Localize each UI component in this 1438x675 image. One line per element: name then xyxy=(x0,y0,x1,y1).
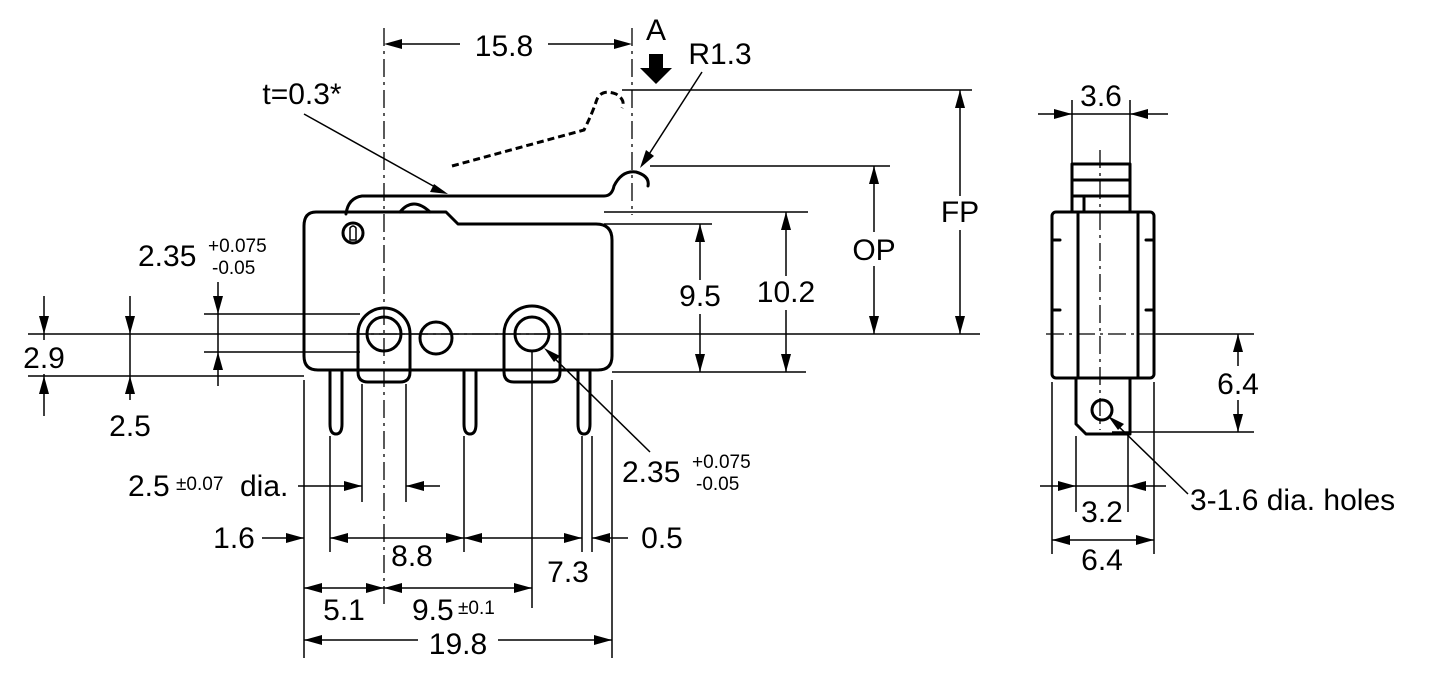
switch-housing xyxy=(302,210,614,372)
dim-0-5: 0.5 xyxy=(641,522,683,555)
dim-6-4-width: 6.4 xyxy=(1081,544,1123,577)
dim-2-5: 2.5 xyxy=(109,410,151,443)
dim-9-5-pitch: 9.5 xyxy=(412,594,454,627)
side-actuator xyxy=(1070,162,1132,214)
dim-9-5-tol: ±0.1 xyxy=(458,598,495,619)
direction-a-label: A xyxy=(646,14,666,47)
terminal-holes-label: 3-1.6 dia. holes xyxy=(1190,484,1395,517)
op-label: OP xyxy=(852,234,895,267)
dim-19-8: 19.8 xyxy=(429,628,487,661)
dim-10-2: 10.2 xyxy=(757,276,815,309)
side-terminal-hole xyxy=(1090,398,1114,422)
dim-15-8: 15.8 xyxy=(475,30,533,63)
dim-2-9: 2.9 xyxy=(23,342,65,375)
dim-7-3: 7.3 xyxy=(547,556,589,589)
dim-6-4-vertical: 6.4 xyxy=(1217,368,1259,401)
holes-dia-tol-lower: -0.05 xyxy=(696,474,739,495)
lever-free-position xyxy=(451,90,625,168)
lever xyxy=(344,170,650,216)
terminal-no xyxy=(576,370,592,436)
mounting-hole-boss-left xyxy=(356,306,412,384)
side-view: 3.6 6.4 3-1.6 dia. holes 3.2 6.4 xyxy=(1038,80,1395,577)
dim-3-2: 3.2 xyxy=(1081,496,1123,529)
dim-1-6: 1.6 xyxy=(213,522,255,555)
terminal-nc xyxy=(462,370,478,436)
pin-dia-tol: ±0.07 xyxy=(176,474,223,495)
terminal-common xyxy=(328,370,344,436)
dim-8-8: 8.8 xyxy=(391,540,433,573)
actuation-arrow-icon xyxy=(640,54,672,84)
pin-hole xyxy=(418,320,454,356)
pin-dia-suffix: dia. xyxy=(240,470,288,503)
hole-dia-label: 2.35 xyxy=(138,240,196,273)
roller-radius-label: R1.3 xyxy=(688,38,751,71)
holes-dia-label: 2.35 xyxy=(622,456,680,489)
rivet-slot xyxy=(349,225,357,241)
side-terminal xyxy=(1074,376,1132,436)
hole-dia-tol-upper: +0.075 xyxy=(208,236,267,257)
fp-label: FP xyxy=(941,196,979,229)
dim-5-1: 5.1 xyxy=(323,594,365,627)
dim-3-6: 3.6 xyxy=(1080,80,1122,113)
holes-dia-tol-upper: +0.075 xyxy=(692,452,751,473)
lever-thickness-label: t=0.3* xyxy=(262,78,342,111)
plunger xyxy=(398,202,432,214)
hole-dia-tol-lower: -0.05 xyxy=(212,258,255,279)
mounting-hole-boss-right xyxy=(502,304,562,384)
pin-dia-label: 2.5 xyxy=(128,470,170,503)
dim-9-5-vertical: 9.5 xyxy=(679,280,721,313)
front-view: 15.8 A R1.3 t=0.3* 2.35 +0.075 -0.05 2.9… xyxy=(18,14,988,661)
side-housing xyxy=(1050,210,1156,380)
housing-rivet xyxy=(341,221,365,245)
